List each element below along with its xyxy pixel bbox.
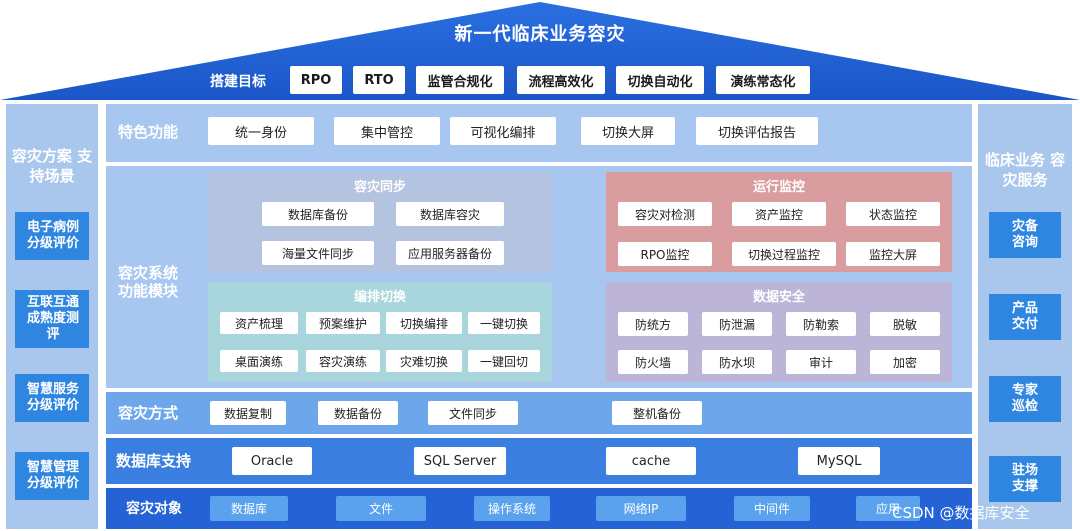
- object-chip: 应用: [856, 496, 920, 521]
- method-chip: 文件同步: [428, 401, 518, 425]
- orchestration-item: 桌面演练: [220, 350, 298, 372]
- goal-chip: 演练常态化: [716, 66, 810, 94]
- sync-panel-title: 容灾同步: [353, 180, 406, 195]
- roof-shape: [0, 2, 1080, 100]
- database-chip: cache: [606, 447, 696, 475]
- monitor-item: 状态监控: [846, 202, 940, 226]
- sync-panel: 容灾同步 数据库备份 数据库容灾 海量文件同步 应用服务器备份: [208, 172, 552, 272]
- right-services-column: 临床业务 容灾服务 灾备 咨询 产品 交付 专家 巡检 驻场 支撑: [978, 104, 1072, 529]
- goal-label: 搭建目标: [210, 74, 266, 90]
- monitor-item: RPO监控: [618, 242, 712, 266]
- feature-chip: 可视化编排: [450, 117, 556, 145]
- security-item: 加密: [870, 350, 940, 374]
- security-item: 审计: [786, 350, 856, 374]
- goal-chip: 监管合规化: [416, 66, 504, 94]
- monitor-item: 切换过程监控: [732, 242, 836, 266]
- monitor-item: 容灾对检测: [618, 202, 712, 226]
- method-chip: 数据复制: [210, 401, 286, 425]
- monitor-panel-title: 运行监控: [752, 180, 805, 195]
- roof-header: 新一代临床业务容灾 搭建目标 RPO RTO 监管合规化 流程高效化 切换自动化…: [0, 0, 1080, 102]
- scenario-item: 电子病例 分级评价: [15, 212, 89, 260]
- orchestration-item: 切换编排: [386, 312, 462, 334]
- object-chip: 文件: [336, 496, 426, 521]
- methods-title: 容灾方式: [118, 404, 179, 422]
- objects-title: 容灾对象: [126, 501, 182, 517]
- security-panel: 数据安全 防统方 防泄漏 防勒索 脱敏 防火墙 防水坝 审计 加密: [606, 282, 952, 382]
- method-chip: 整机备份: [612, 401, 702, 425]
- orchestration-item: 资产梳理: [220, 312, 298, 334]
- object-chip: 网络IP: [596, 496, 686, 521]
- monitor-item: 监控大屏: [846, 242, 940, 266]
- security-item: 防统方: [618, 312, 688, 336]
- feature-chip: 切换大屏: [581, 117, 675, 145]
- orchestration-panel-title: 编排切换: [353, 290, 406, 305]
- orchestration-item: 容灾演练: [306, 350, 380, 372]
- features-title: 特色功能: [118, 123, 179, 141]
- goal-chip: 切换自动化: [616, 66, 704, 94]
- database-chip: SQL Server: [414, 447, 506, 475]
- databases-band: 数据库支持 Oracle SQL Server cache MySQL: [106, 438, 972, 484]
- features-band: 特色功能 统一身份 集中管控 可视化编排 切换大屏 切换评估报告: [106, 104, 972, 162]
- service-item: 驻场 支撑: [989, 456, 1061, 502]
- object-chip: 数据库: [210, 496, 288, 521]
- sync-item: 数据库备份: [262, 202, 374, 226]
- security-item: 防泄漏: [702, 312, 772, 336]
- goal-chip: 流程高效化: [517, 66, 605, 94]
- modules-band: 容灾系统 功能模块 容灾同步 数据库备份 数据库容灾 海量文件同步 应用服务器备…: [106, 166, 972, 388]
- database-chip: Oracle: [232, 447, 312, 475]
- service-item: 产品 交付: [989, 294, 1061, 340]
- goal-chip: RPO: [290, 66, 342, 94]
- left-column-title: 容灾方案 支持场景: [11, 147, 93, 185]
- watermark: CSDN @数据库安全: [892, 504, 1030, 522]
- scenario-item: 智慧服务 分级评价: [15, 374, 89, 422]
- security-item: 防火墙: [618, 350, 688, 374]
- service-item: 灾备 咨询: [989, 212, 1061, 258]
- scenario-item: 互联互通 成熟度测 评: [15, 290, 89, 348]
- security-item: 脱敏: [870, 312, 940, 336]
- orchestration-item: 一键回切: [468, 350, 540, 372]
- security-item: 防勒索: [786, 312, 856, 336]
- databases-title: 数据库支持: [116, 452, 192, 470]
- object-chip: 操作系统: [474, 496, 550, 521]
- orchestration-item: 预案维护: [306, 312, 380, 334]
- sync-item: 数据库容灾: [396, 202, 504, 226]
- method-chip: 数据备份: [318, 401, 398, 425]
- orchestration-item: 灾难切换: [386, 350, 462, 372]
- database-chip: MySQL: [798, 447, 880, 475]
- feature-chip: 统一身份: [208, 117, 314, 145]
- monitor-item: 资产监控: [732, 202, 826, 226]
- methods-band: 容灾方式 数据复制 数据备份 文件同步 整机备份: [106, 392, 972, 434]
- page-title: 新一代临床业务容灾: [454, 24, 626, 45]
- sync-item: 应用服务器备份: [396, 241, 504, 265]
- security-item: 防水坝: [702, 350, 772, 374]
- service-item: 专家 巡检: [989, 376, 1061, 422]
- orchestration-panel: 编排切换 资产梳理 预案维护 切换编排 一键切换 桌面演练 容灾演练 灾难切换 …: [208, 282, 552, 382]
- scenario-item: 智慧管理 分级评价: [15, 452, 89, 500]
- right-column-title: 临床业务 容灾服务: [984, 151, 1066, 189]
- object-chip: 中间件: [734, 496, 810, 521]
- security-panel-title: 数据安全: [752, 290, 805, 305]
- feature-chip: 集中管控: [334, 117, 440, 145]
- modules-title: 容灾系统 功能模块: [118, 264, 179, 300]
- left-scenarios-column: 容灾方案 支持场景 电子病例 分级评价 互联互通 成熟度测 评 智慧服务 分级评…: [6, 104, 98, 529]
- monitor-panel: 运行监控 容灾对检测 资产监控 状态监控 RPO监控 切换过程监控 监控大屏: [606, 172, 952, 272]
- feature-chip: 切换评估报告: [696, 117, 818, 145]
- sync-item: 海量文件同步: [262, 241, 374, 265]
- orchestration-item: 一键切换: [468, 312, 540, 334]
- goal-chip: RTO: [353, 66, 405, 94]
